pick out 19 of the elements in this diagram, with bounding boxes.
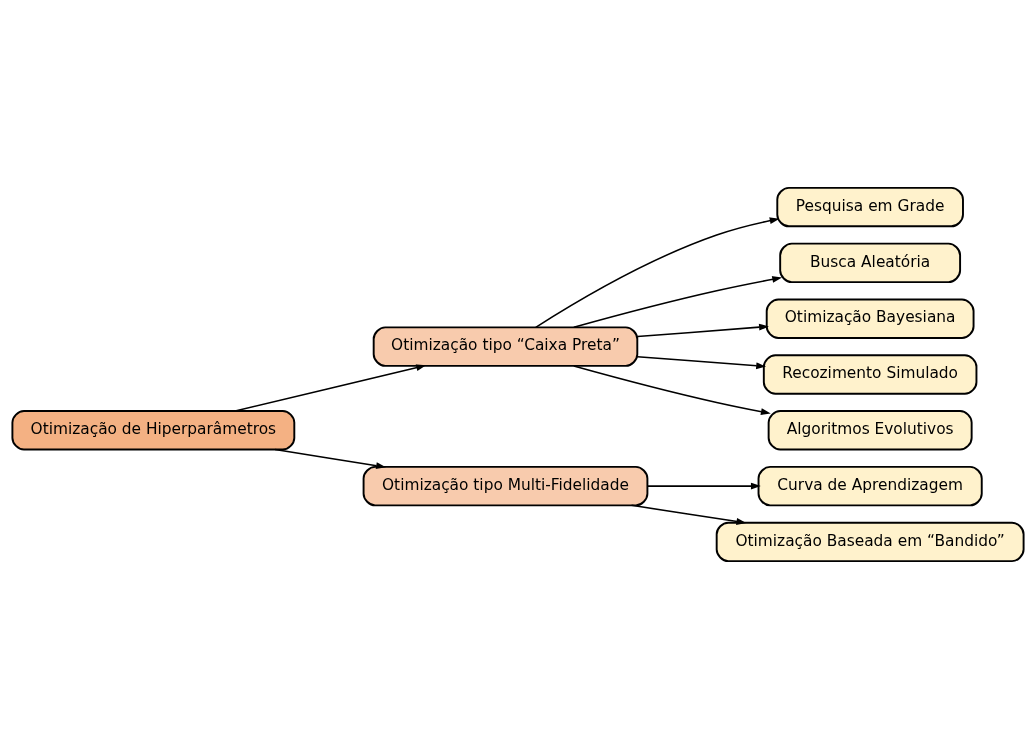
arrow [646,482,761,490]
arrow [535,217,780,329]
arrow [630,504,747,525]
node-box: Otimização tipo “Caixa Preta” [372,326,639,367]
node-box: Otimização Baseada em “Bandido” [715,521,1025,563]
node-box: Pesquisa em Grade [776,186,964,228]
node-box: Busca Aleatória [779,242,962,284]
node-box: Otimização de Hiperparâmetros [11,410,296,451]
node-box: Recozimento Simulado [762,354,978,395]
node-box: Curva de Aprendizagem [757,465,983,507]
arrow [234,364,427,412]
node-box: Otimização Bayesiana [765,298,975,339]
arrow [636,323,769,338]
node-box: Algoritmos Evolutivos [767,410,973,451]
arrow [573,276,783,329]
arrow [274,448,386,470]
arrow [573,365,771,415]
node-box: Otimização tipo Multi-Fidelidade [362,465,649,507]
arrow [636,355,767,370]
